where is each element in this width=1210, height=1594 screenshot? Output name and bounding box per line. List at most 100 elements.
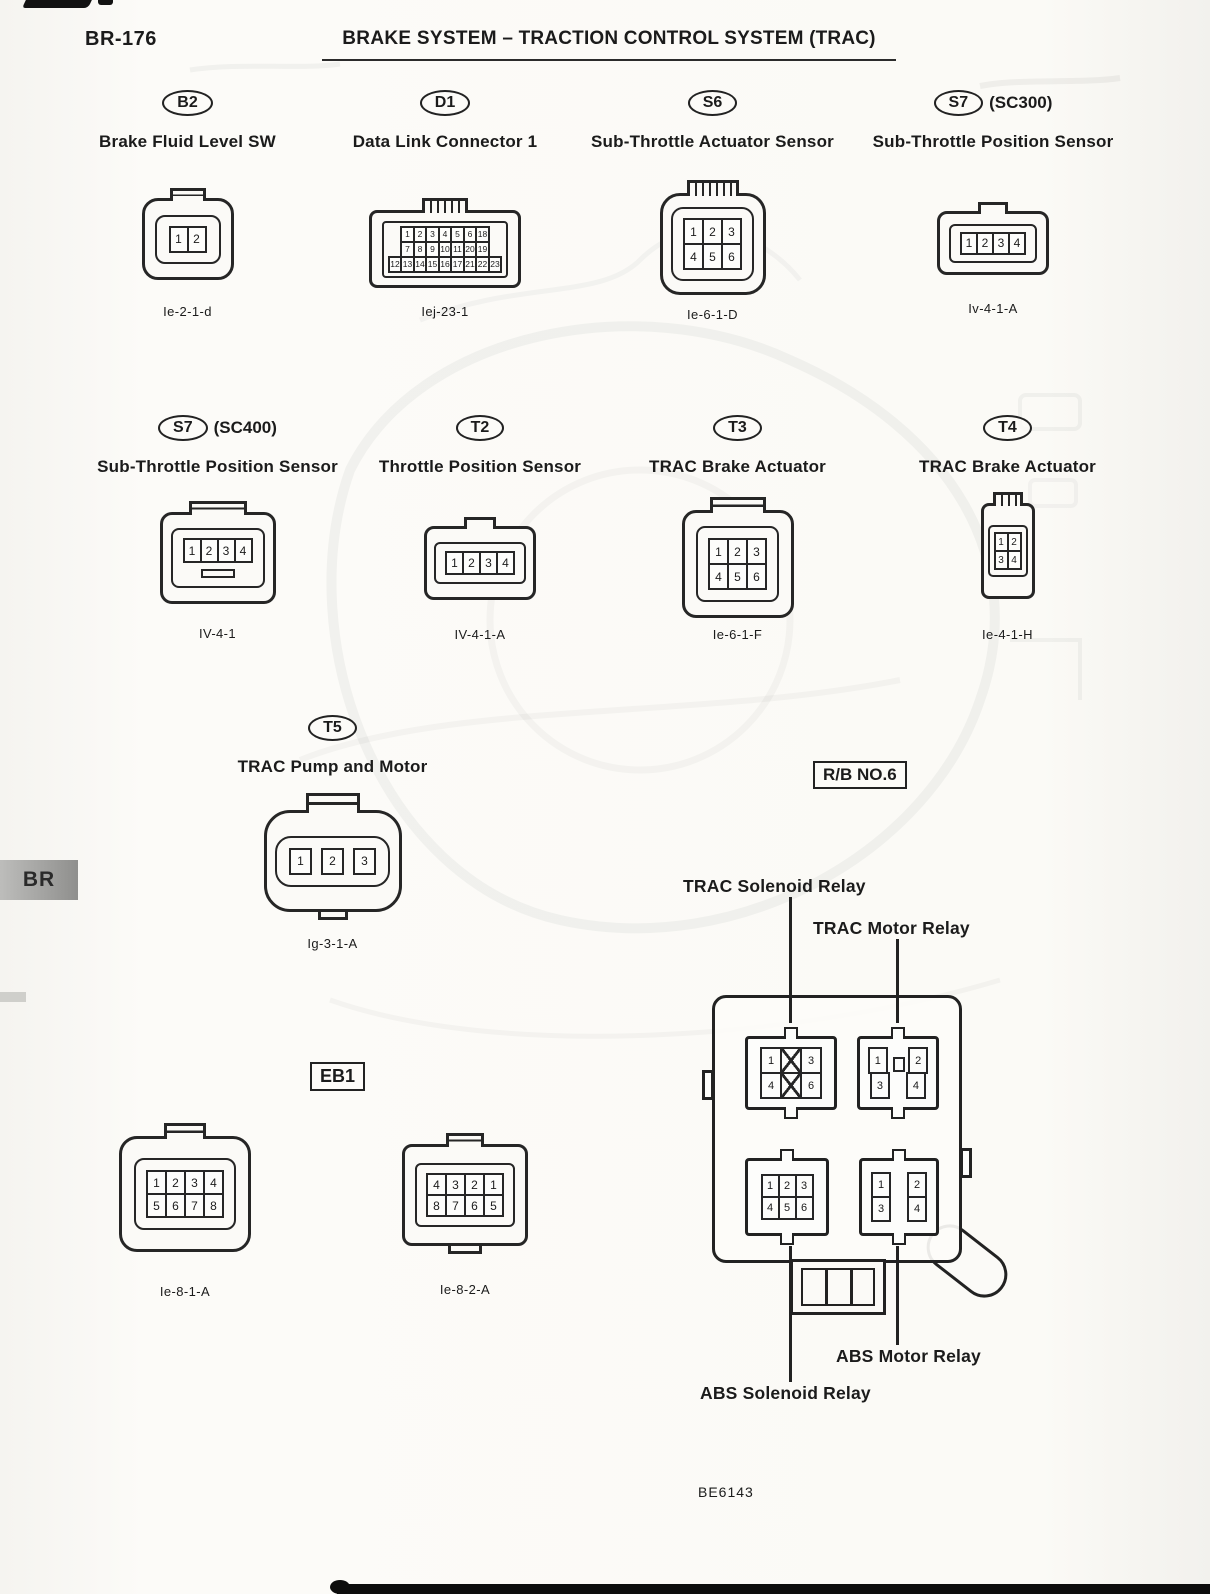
pin-2: 2 — [702, 218, 723, 245]
pin-1: 1 — [708, 538, 729, 565]
connector-title: Throttle Position Sensor — [378, 457, 582, 476]
leader-line-abs-solenoid — [789, 1246, 792, 1382]
pin-3: 3 — [445, 1173, 466, 1196]
connector-id-badge: T4 — [983, 415, 1032, 441]
connector-tab — [422, 198, 468, 213]
badge-row: T3 — [620, 413, 855, 443]
connector-title: TRAC Brake Actuator — [919, 457, 1096, 476]
connector-qualifier: (SC400) — [213, 418, 277, 437]
pin-4: 4 — [1006, 550, 1022, 570]
badge-row: S7 (SC400) — [85, 413, 350, 443]
pin-1: 1 — [871, 1172, 891, 1198]
badge-row: S7 (SC300) — [858, 88, 1128, 118]
pin-7: 7 — [184, 1193, 205, 1218]
connector-tab — [978, 202, 1008, 214]
connector-id-badge: D1 — [419, 90, 471, 116]
pin-3: 3 — [746, 538, 767, 565]
pin-4: 4 — [1008, 231, 1026, 255]
pin-1: 1 — [483, 1173, 504, 1196]
badge-row: T4 — [895, 413, 1120, 443]
header-subtitle: – TRACTION CONTROL SYSTEM (TRAC) — [496, 28, 876, 49]
label-abs-motor-relay: ABS Motor Relay — [836, 1346, 981, 1366]
connector-code: Ie-6-1-F — [712, 627, 763, 642]
connector-tab — [446, 1133, 484, 1147]
connector-bottom-tab — [448, 1243, 482, 1254]
pin-6: 6 — [794, 1196, 814, 1220]
connector-tab — [464, 517, 496, 529]
relay-socket-tab — [780, 1149, 794, 1161]
pin-2: 2 — [321, 847, 344, 875]
pin-6: 6 — [721, 243, 742, 270]
connector-code: Ie-8-2-A — [439, 1282, 491, 1297]
pin-2: 2 — [727, 538, 748, 565]
pin-2: 2 — [186, 225, 207, 253]
connector-title: TRAC Brake Actuator — [649, 457, 826, 476]
page-number: BR-176 — [85, 28, 157, 50]
label-trac-motor-relay: TRAC Motor Relay — [813, 918, 970, 938]
pin-1: 1 — [146, 1170, 167, 1195]
connector-id-badge: T5 — [308, 715, 357, 741]
pin-2: 2 — [1006, 532, 1022, 552]
pin-1: 1 — [760, 1047, 782, 1074]
pin-5: 5 — [702, 243, 723, 270]
pin-4: 4 — [907, 1196, 927, 1222]
connector-id-badge: B2 — [162, 90, 213, 116]
connector-title: Sub-Throttle Actuator Sensor — [591, 132, 834, 151]
relay-socket-tab — [891, 1027, 905, 1039]
pin-6: 6 — [165, 1193, 186, 1218]
scan-artifact-side — [0, 992, 26, 1002]
relay-box-ear-left — [702, 1070, 714, 1100]
badge-row: S6 — [585, 88, 840, 118]
connector-id-badge: S7 — [158, 415, 208, 441]
connector-code: IV-4-1 — [198, 626, 237, 641]
scan-artifact-top — [22, 0, 92, 8]
relay-socket-tab — [892, 1149, 906, 1161]
pin-6: 6 — [746, 563, 767, 590]
label-trac-solenoid-relay: TRAC Solenoid Relay — [683, 876, 866, 896]
pin-5: 5 — [777, 1196, 797, 1220]
pin-4: 4 — [496, 551, 515, 575]
blocked-pin — [780, 1047, 802, 1074]
pin-4: 4 — [233, 538, 253, 563]
connector-code: Ie-8-1-A — [159, 1284, 211, 1299]
pin-gap — [889, 1196, 909, 1222]
connector-keyway — [200, 569, 235, 578]
pin-3: 3 — [794, 1174, 814, 1198]
station-s7-sc300-sub-throttle-position-sensor: S7 (SC300) Sub-Throttle Position Sensor … — [858, 88, 1128, 316]
connector-title: Sub-Throttle Position Sensor — [97, 457, 338, 476]
connector-tab — [686, 180, 739, 196]
connector-tab — [164, 1123, 206, 1139]
